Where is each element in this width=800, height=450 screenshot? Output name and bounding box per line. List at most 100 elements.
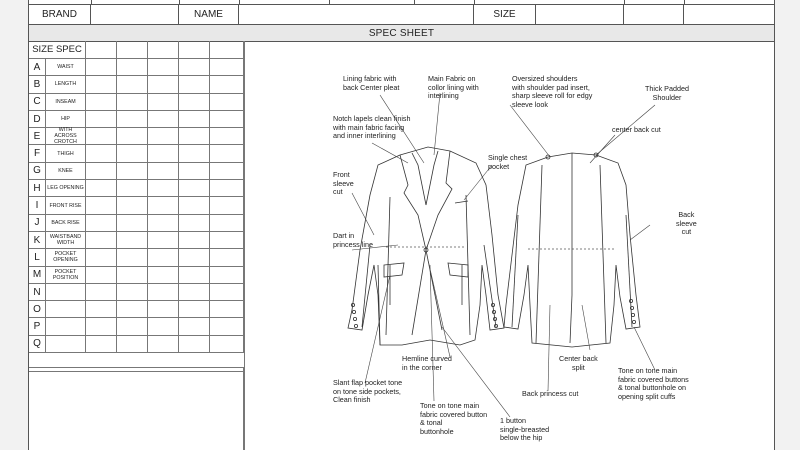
measurement-cell[interactable] bbox=[179, 128, 210, 145]
measurement-cell[interactable] bbox=[117, 231, 148, 249]
measurement-cell[interactable] bbox=[86, 335, 117, 353]
measurement-cell[interactable] bbox=[86, 283, 117, 301]
measurement-cell[interactable] bbox=[148, 283, 179, 301]
measurement-cell[interactable] bbox=[117, 128, 148, 145]
measurement-cell[interactable] bbox=[179, 145, 210, 162]
measurement-cell[interactable] bbox=[86, 128, 117, 145]
row-measure: POCKET POSITION bbox=[46, 266, 86, 283]
notes-box[interactable] bbox=[29, 367, 244, 450]
measurement-cell[interactable] bbox=[210, 283, 244, 301]
measurement-cell[interactable] bbox=[210, 231, 244, 249]
measurement-cell[interactable] bbox=[210, 162, 244, 180]
measurement-cell[interactable] bbox=[179, 162, 210, 180]
measurement-cell[interactable] bbox=[86, 318, 117, 335]
measurement-cell[interactable] bbox=[179, 266, 210, 283]
measurement-cell[interactable] bbox=[148, 214, 179, 231]
measurement-cell[interactable] bbox=[148, 180, 179, 197]
measurement-cell[interactable] bbox=[86, 145, 117, 162]
measurement-cell[interactable] bbox=[179, 283, 210, 301]
measurement-cell[interactable] bbox=[148, 318, 179, 335]
measurement-cell[interactable] bbox=[148, 162, 179, 180]
measurement-cell[interactable] bbox=[117, 59, 148, 76]
measurement-cell[interactable] bbox=[179, 110, 210, 128]
measurement-cell[interactable] bbox=[210, 145, 244, 162]
measurement-cell[interactable] bbox=[179, 59, 210, 76]
measurement-cell[interactable] bbox=[117, 180, 148, 197]
measurement-cell[interactable] bbox=[179, 93, 210, 110]
measurement-cell[interactable] bbox=[117, 214, 148, 231]
measurement-cell[interactable] bbox=[117, 283, 148, 301]
measurement-cell[interactable] bbox=[117, 110, 148, 128]
row-letter: C bbox=[29, 93, 46, 110]
measurement-cell[interactable] bbox=[210, 318, 244, 335]
measurement-cell[interactable] bbox=[148, 59, 179, 76]
measurement-cell[interactable] bbox=[148, 249, 179, 266]
measurement-cell[interactable] bbox=[117, 93, 148, 110]
row-measure: KNEE bbox=[46, 162, 86, 180]
measurement-cell[interactable] bbox=[117, 197, 148, 214]
measurement-cell[interactable] bbox=[86, 76, 117, 93]
brand-value[interactable] bbox=[91, 4, 179, 24]
measurement-cell[interactable] bbox=[117, 266, 148, 283]
measurement-cell[interactable] bbox=[210, 76, 244, 93]
header-cell-blank-2 bbox=[684, 4, 774, 24]
measurement-cell[interactable] bbox=[148, 128, 179, 145]
measurement-cell[interactable] bbox=[148, 301, 179, 318]
measurement-cell[interactable] bbox=[210, 214, 244, 231]
measurement-cell[interactable] bbox=[210, 197, 244, 214]
measurement-cell[interactable] bbox=[86, 180, 117, 197]
measurement-cell[interactable] bbox=[86, 266, 117, 283]
measurement-cell[interactable] bbox=[179, 301, 210, 318]
measurement-cell[interactable] bbox=[179, 231, 210, 249]
measurement-cell[interactable] bbox=[86, 162, 117, 180]
measurement-cell[interactable] bbox=[179, 318, 210, 335]
measurement-cell[interactable] bbox=[148, 266, 179, 283]
measurement-cell[interactable] bbox=[117, 162, 148, 180]
size-spec-row: Q bbox=[29, 335, 244, 354]
measurement-cell[interactable] bbox=[86, 249, 117, 266]
name-value[interactable] bbox=[239, 4, 474, 24]
measurement-cell[interactable] bbox=[117, 145, 148, 162]
measurement-cell[interactable] bbox=[86, 59, 117, 76]
measurement-cell[interactable] bbox=[210, 249, 244, 266]
measurement-cell[interactable] bbox=[210, 180, 244, 197]
measurement-cell[interactable] bbox=[117, 318, 148, 335]
measurement-cell[interactable] bbox=[148, 335, 179, 353]
back-jacket-outline bbox=[503, 152, 641, 348]
measurement-cell[interactable] bbox=[210, 335, 244, 353]
measurement-cell[interactable] bbox=[148, 76, 179, 93]
measurement-cell[interactable] bbox=[210, 301, 244, 318]
jacket-sketch bbox=[347, 92, 656, 418]
measurement-cell[interactable] bbox=[210, 93, 244, 110]
size-value[interactable] bbox=[536, 4, 624, 24]
measurement-cell[interactable] bbox=[148, 197, 179, 214]
measurement-cell[interactable] bbox=[179, 76, 210, 93]
measurement-cell[interactable] bbox=[86, 301, 117, 318]
measurement-cell[interactable] bbox=[148, 93, 179, 110]
measurement-cell[interactable] bbox=[86, 214, 117, 231]
measurement-cell[interactable] bbox=[148, 231, 179, 249]
measurement-cell[interactable] bbox=[210, 110, 244, 128]
measurement-cell[interactable] bbox=[148, 145, 179, 162]
measurement-cell[interactable] bbox=[117, 76, 148, 93]
measurement-cell[interactable] bbox=[179, 249, 210, 266]
measurement-cell[interactable] bbox=[179, 335, 210, 353]
measurement-cell[interactable] bbox=[117, 301, 148, 318]
measurement-cell[interactable] bbox=[148, 110, 179, 128]
measurement-cell[interactable] bbox=[210, 59, 244, 76]
measurement-cell[interactable] bbox=[179, 197, 210, 214]
measurement-cell[interactable] bbox=[86, 197, 117, 214]
measurement-cell[interactable] bbox=[86, 110, 117, 128]
measurement-cell[interactable] bbox=[117, 249, 148, 266]
measurement-cell[interactable] bbox=[86, 231, 117, 249]
measurement-cell[interactable] bbox=[117, 335, 148, 353]
measurement-cell[interactable] bbox=[210, 266, 244, 283]
measurement-cell[interactable] bbox=[210, 128, 244, 145]
measurement-cell[interactable] bbox=[179, 180, 210, 197]
row-letter: O bbox=[29, 301, 46, 318]
measurement-cell[interactable] bbox=[86, 93, 117, 110]
measurement-cell[interactable] bbox=[179, 214, 210, 231]
